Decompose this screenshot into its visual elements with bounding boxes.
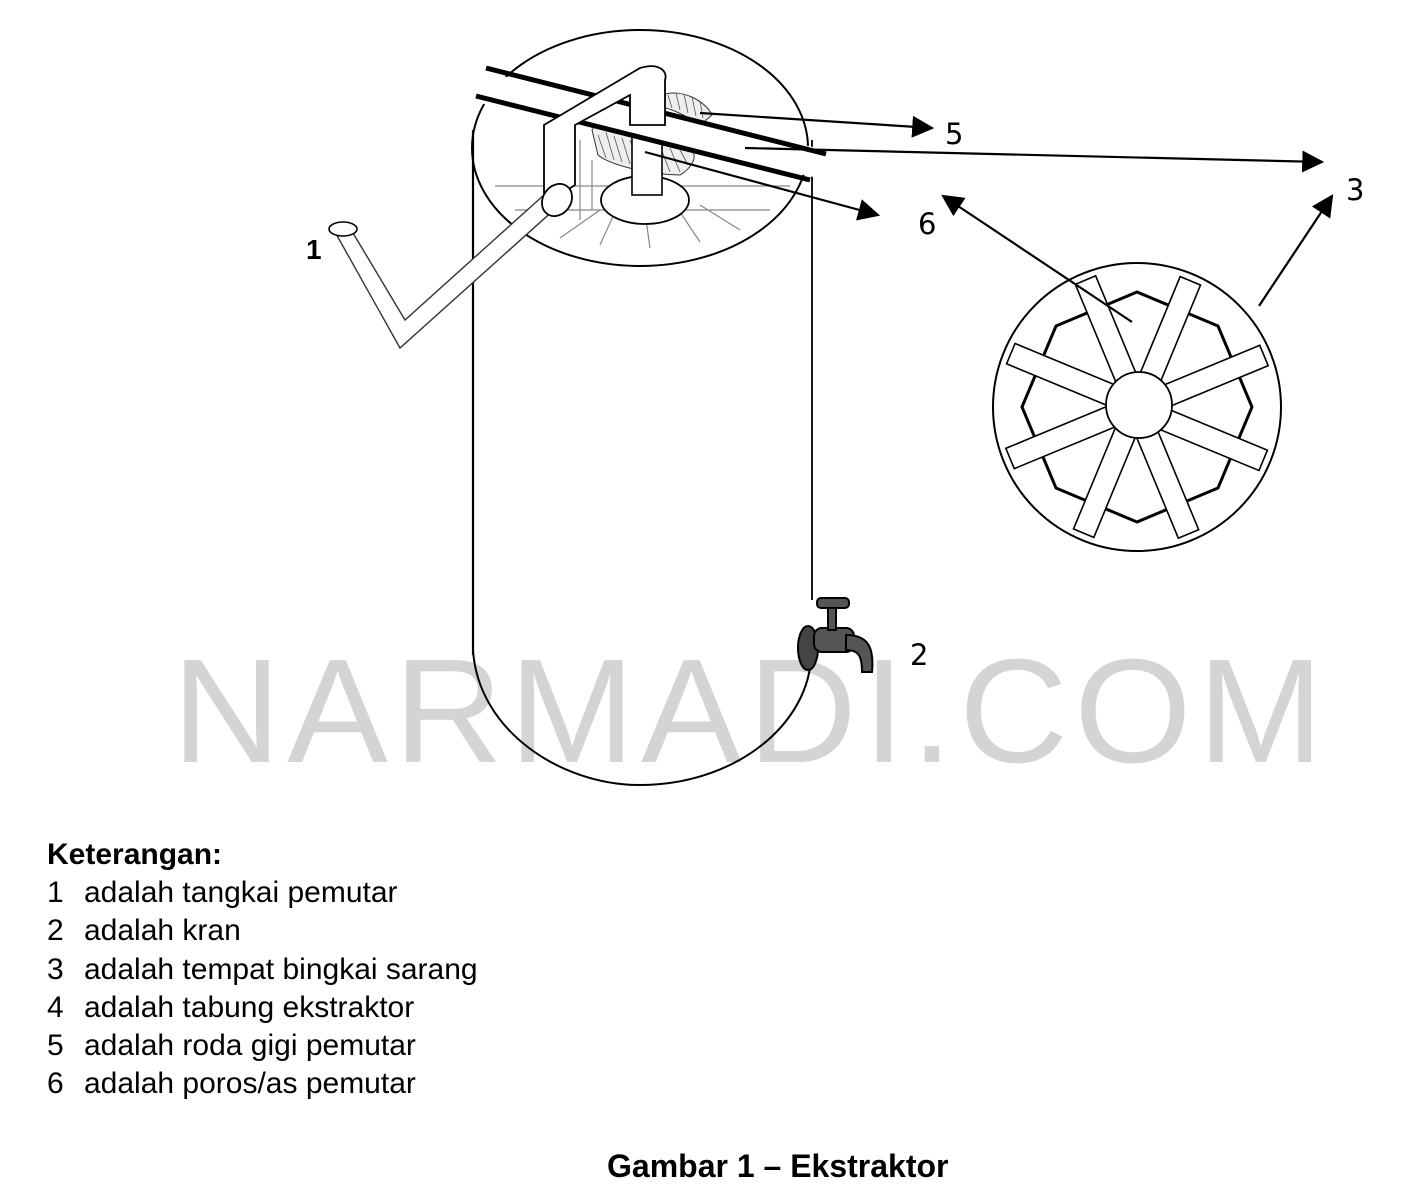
arrow-6-from-shaft <box>644 150 881 221</box>
legend-number: 6 <box>47 1067 64 1101</box>
callout-5: 5 <box>945 117 964 151</box>
extractor-diagram <box>328 29 1334 787</box>
faucet-icon <box>797 597 874 673</box>
legend-item: 5 adalah roda gigi pemutar <box>47 1027 478 1065</box>
legend-text: adalah tempat bingkai sarang <box>84 952 478 986</box>
legend-text: adalah roda gigi pemutar <box>84 1029 416 1063</box>
arrow-3-from-wheel <box>1258 194 1334 307</box>
legend-number: 4 <box>47 990 64 1024</box>
legend-item: 6 adalah poros/as pemutar <box>47 1065 478 1103</box>
arrow-6-from-wheel <box>941 194 1133 323</box>
callout-1: 1 <box>306 234 322 265</box>
legend-number: 3 <box>47 952 64 986</box>
crank-handle <box>328 183 573 350</box>
legend-item: 3 adalah tempat bingkai sarang <box>47 951 478 989</box>
legend-item: 4 adalah tabung ekstraktor <box>47 989 478 1027</box>
legend-number: 1 <box>47 876 64 909</box>
legend-item: 1 adalah tangkai pemutar <box>47 874 478 912</box>
legend-number: 5 <box>47 1029 64 1063</box>
frame-holder-wheel <box>992 262 1282 552</box>
legend-text: adalah kran <box>84 914 241 948</box>
callout-6: 6 <box>918 207 937 241</box>
callout-2: 2 <box>910 638 929 672</box>
callout-3: 3 <box>1346 173 1365 207</box>
legend: Keterangan: 1 adalah tangkai pemutar 2 ada… <box>47 836 478 1104</box>
legend-text: adalah tabung ekstraktor <box>84 990 415 1024</box>
legend-text: adalah poros/as pemutar <box>84 1067 416 1101</box>
crank-bracket <box>543 65 667 207</box>
arrow-5 <box>699 111 935 138</box>
legend-number: 2 <box>47 914 64 948</box>
leader-arrows <box>644 111 1334 323</box>
legend-text: adalah tangkai pemutar <box>84 876 398 909</box>
legend-title: Keterangan: <box>47 838 223 871</box>
figure-caption: Gambar 1 – Ekstraktor <box>607 1148 949 1184</box>
arrow-3-top <box>744 146 1325 173</box>
legend-item: 2 adalah kran <box>47 912 478 950</box>
